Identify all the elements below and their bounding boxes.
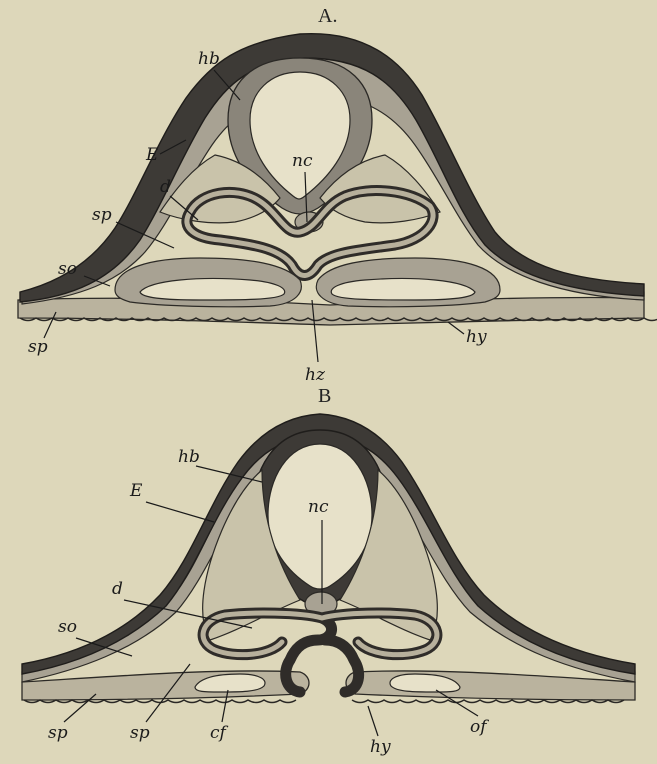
figure-b: B hb E nc d so xyxy=(22,385,635,757)
figure-b-title: B xyxy=(318,385,331,407)
fig-b-label-so: so xyxy=(58,617,77,637)
fig-a-label-sp-lower: sp xyxy=(28,337,48,357)
fig-b-label-sp-center: sp xyxy=(130,723,150,743)
fig-b-label-hb: hb xyxy=(178,447,200,467)
fig-a-label-sp-upper: sp xyxy=(92,205,112,225)
fig-b-leader-E xyxy=(146,502,214,522)
fig-b-label-nc: nc xyxy=(308,497,329,517)
fig-b-label-of: of xyxy=(470,717,489,737)
figure-a-title: A. xyxy=(318,5,337,27)
fig-b-label-sp-left: sp xyxy=(48,723,68,743)
fig-a-label-hy: hy xyxy=(466,327,487,347)
fig-b-label-hy: hy xyxy=(370,737,391,757)
fig-b-leader-hy xyxy=(368,706,378,736)
fig-a-label-so: so xyxy=(58,259,77,279)
fig-a-label-d: d xyxy=(160,177,171,197)
fig-a-label-hz: hz xyxy=(305,365,326,385)
figure-a: A. hb E d nc sp s xyxy=(18,5,657,385)
fig-a-label-hb: hb xyxy=(198,49,220,69)
fig-a-label-E: E xyxy=(145,145,159,165)
fig-a-label-nc: nc xyxy=(292,151,313,171)
fig-a-leader-hy xyxy=(448,322,464,334)
fig-b-label-E: E xyxy=(129,481,143,501)
fig-b-hypoblast-band-right xyxy=(346,671,635,700)
fig-b-label-d: d xyxy=(112,579,123,599)
fig-b-label-cf: cf xyxy=(210,723,229,743)
